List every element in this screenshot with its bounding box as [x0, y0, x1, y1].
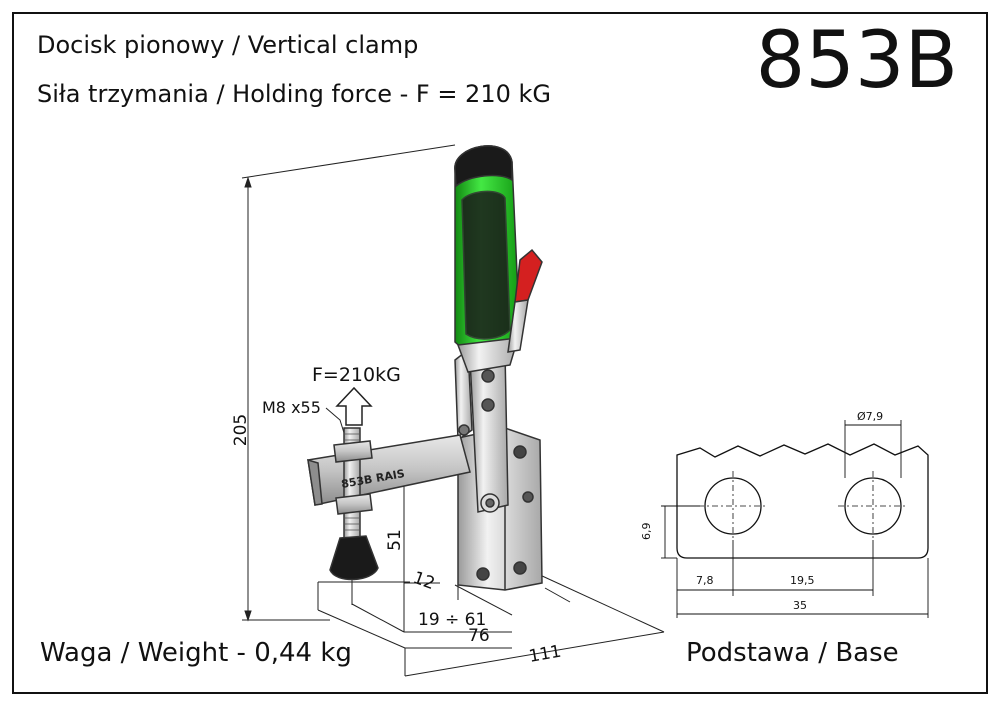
- dim-111: 111: [527, 642, 562, 667]
- clamp-release-lever: [514, 248, 543, 303]
- spindle-label: M8 x55: [262, 398, 321, 417]
- base-hole-right: [844, 477, 902, 535]
- force-arrow-icon: [335, 386, 373, 426]
- weight-label: Waga / Weight - 0,44 kg: [40, 638, 352, 668]
- force-label: F=210kG: [312, 364, 401, 386]
- dim-19-61: 19 ÷ 61: [418, 610, 486, 630]
- dim-12: 12: [410, 568, 437, 594]
- dim-19-5: 19,5: [790, 574, 815, 587]
- dim-7-8: 7,8: [696, 574, 714, 587]
- dim-76: 76: [468, 626, 490, 646]
- model-number: 853B: [755, 16, 958, 106]
- base-plate-outline: [676, 443, 929, 559]
- clamp-dimension-labels: 205 51 12 19 ÷ 61 76 111 F=210kG M8 x55: [231, 364, 563, 667]
- dim-205: 205: [231, 414, 251, 446]
- clamp-rubber-tip: [329, 535, 379, 581]
- dim-hole-dia: Ø7,9: [857, 410, 883, 423]
- dim-35: 35: [793, 599, 807, 612]
- base-hole-left: [704, 477, 762, 535]
- title-line-1: Docisk pionowy / Vertical clamp: [37, 31, 419, 59]
- base-plate-labels: Ø7,9 6,9 7,8 19,5 35: [640, 410, 883, 612]
- title-line-2: Siła trzymania / Holding force - F = 210…: [37, 80, 551, 108]
- spindle-leader: [325, 407, 346, 437]
- clamp-illustration: [307, 145, 543, 591]
- dim-6-9: 6,9: [640, 523, 653, 541]
- base-plate-drawing: [661, 420, 929, 618]
- base-caption: Podstawa / Base: [686, 638, 899, 668]
- dim-51: 51: [385, 529, 405, 551]
